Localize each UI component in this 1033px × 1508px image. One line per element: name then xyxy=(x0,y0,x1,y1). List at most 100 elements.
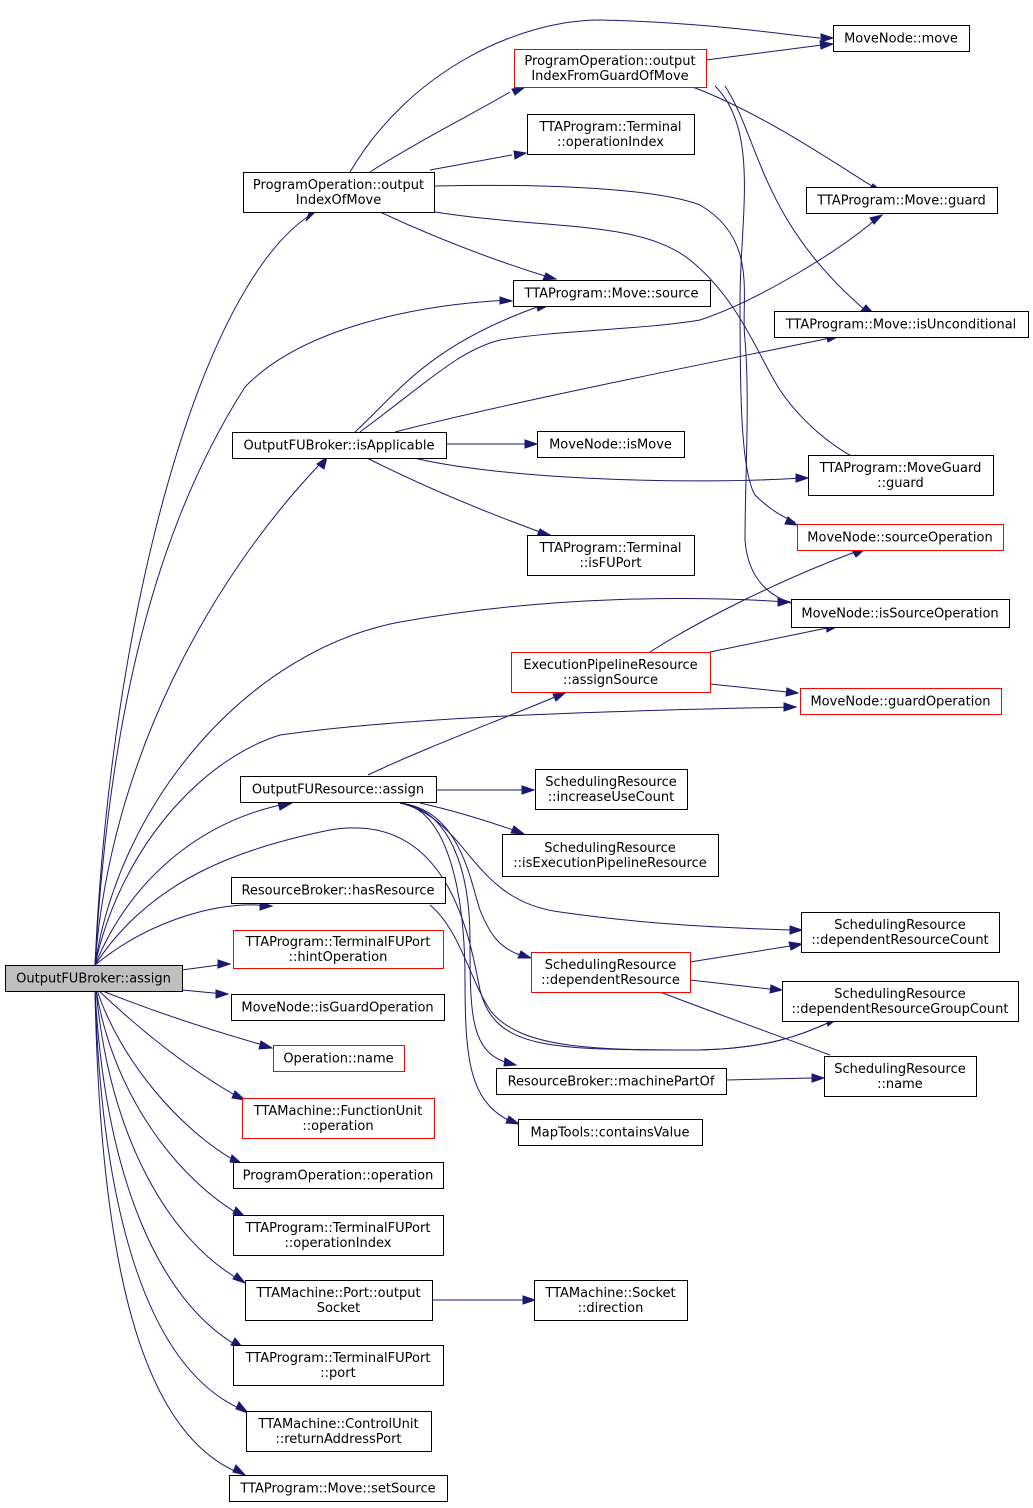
node-label: Socket xyxy=(317,1301,361,1316)
arrowhead xyxy=(511,86,527,96)
node-ttaprogram-move-guard[interactable]: TTAProgram::Move::guard xyxy=(806,187,998,214)
node-label: TTAProgram::Move::source xyxy=(524,287,699,302)
node-schedulingresource-dependentresourcegroupcount[interactable]: SchedulingResource::dependentResourceGro… xyxy=(782,981,1019,1022)
arrowhead xyxy=(277,801,294,811)
node-label: ::guard xyxy=(877,476,924,491)
edge xyxy=(429,904,836,1051)
node-label: TTAMachine::Socket xyxy=(544,1286,675,1301)
arrowhead xyxy=(513,150,528,160)
node-programoperation-outputindexfromguardofmove[interactable]: ProgramOperation::outputIndexFromGuardOf… xyxy=(514,49,707,88)
call-edges xyxy=(94,19,876,1473)
node-outputfubroker-assign[interactable]: OutputFUBroker::assign xyxy=(5,965,183,992)
node-schedulingresource-isexecutionpipelineresource[interactable]: SchedulingResource::isExecutionPipelineR… xyxy=(502,834,719,877)
node-ttaprogram-move-setsource[interactable]: TTAProgram::Move::setSource xyxy=(229,1475,448,1502)
node-ttaprogram-terminal-operationindex[interactable]: TTAProgram::Terminal::operationIndex xyxy=(527,114,695,155)
node-schedulingresource-increaseusecount[interactable]: SchedulingResource::increaseUseCount xyxy=(535,769,688,810)
node-label: ProgramOperation::operation xyxy=(243,1169,434,1184)
node-label: SchedulingResource xyxy=(544,841,675,856)
node-label: ResourceBroker::hasResource xyxy=(241,884,434,899)
arrowhead xyxy=(521,785,536,795)
node-ttaprogram-terminalfuport-hintoperation[interactable]: TTAProgram::TerminalFUPort::hintOperatio… xyxy=(233,930,444,969)
node-movenode-issourceoperation[interactable]: MoveNode::isSourceOperation xyxy=(791,599,1010,628)
edge xyxy=(709,683,788,693)
node-ttaprogram-terminal-isfuport[interactable]: TTAProgram::Terminal::isFUPort xyxy=(527,535,695,576)
node-ttamachine-functionunit-operation[interactable]: TTAMachine::FunctionUnit::operation xyxy=(242,1098,435,1139)
arrowhead xyxy=(789,925,804,935)
node-label: MoveNode::move xyxy=(844,32,958,47)
arrowhead xyxy=(784,516,799,526)
node-movenode-ismove[interactable]: MoveNode::isMove xyxy=(537,431,685,458)
node-movenode-guardoperation[interactable]: MoveNode::guardOperation xyxy=(800,688,1002,715)
edge xyxy=(94,463,321,966)
node-resourcebroker-hasresource[interactable]: ResourceBroker::hasResource xyxy=(231,877,446,904)
node-schedulingresource-dependentresourcecount[interactable]: SchedulingResource::dependentResourceCou… xyxy=(801,912,1000,953)
node-label: MoveNode::isMove xyxy=(549,438,672,453)
edge xyxy=(434,211,856,459)
node-label: OutputFUResource::assign xyxy=(252,783,424,798)
node-box xyxy=(797,524,1004,551)
node-label: ::operationIndex xyxy=(557,135,664,150)
node-ttaprogram-move-isunconditional[interactable]: TTAProgram::Move::isUnconditional xyxy=(774,311,1029,338)
node-label: TTAProgram::Move::isUnconditional xyxy=(785,318,1017,333)
node-box xyxy=(5,965,183,992)
node-operation-name[interactable]: Operation::name xyxy=(273,1045,405,1072)
node-ttaprogram-move-source[interactable]: TTAProgram::Move::source xyxy=(513,280,711,307)
node-label: MoveNode::sourceOperation xyxy=(807,531,992,546)
node-box xyxy=(782,981,1019,1022)
node-box xyxy=(531,952,691,993)
node-ttaprogram-terminalfuport-port[interactable]: TTAProgram::TerminalFUPort::port xyxy=(233,1345,444,1386)
node-box xyxy=(233,1345,444,1386)
node-box xyxy=(824,1056,977,1097)
node-resourcebroker-machinepartof[interactable]: ResourceBroker::machinePartOf xyxy=(496,1068,727,1095)
edge xyxy=(94,802,291,966)
arrowhead xyxy=(235,1401,250,1415)
node-label: ::isExecutionPipelineResource xyxy=(513,856,706,871)
edge xyxy=(94,904,271,966)
node-box xyxy=(774,311,1029,338)
node-ttamachine-socket-direction[interactable]: TTAMachine::Socket::direction xyxy=(534,1280,688,1321)
node-outputfubroker-isapplicable[interactable]: OutputFUBroker::isApplicable xyxy=(232,432,447,459)
arrowhead xyxy=(232,1272,247,1285)
node-maptools-containsvalue[interactable]: MapTools::containsValue xyxy=(518,1119,703,1146)
edge xyxy=(94,211,316,966)
node-box xyxy=(518,1119,703,1146)
arrowhead xyxy=(777,597,792,607)
node-outputfuresource-assign[interactable]: OutputFUResource::assign xyxy=(240,776,437,803)
node-ttaprogram-moveguard-guard[interactable]: TTAProgram::MoveGuard::guard xyxy=(808,455,994,496)
node-label: ::operationIndex xyxy=(285,1236,392,1251)
node-box xyxy=(527,535,695,576)
node-executionpipelineresource-assignsource[interactable]: ExecutionPipelineResource::assignSource xyxy=(511,652,711,693)
node-movenode-sourceoperation[interactable]: MoveNode::sourceOperation xyxy=(797,524,1004,551)
node-label: ::operation xyxy=(302,1119,373,1134)
arrowhead xyxy=(232,1464,247,1476)
node-ttaprogram-terminalfuport-operationindex[interactable]: TTAProgram::TerminalFUPort::operationInd… xyxy=(233,1215,444,1256)
arrowhead xyxy=(499,296,514,305)
node-label: IndexFromGuardOfMove xyxy=(531,69,688,84)
edge xyxy=(705,44,823,61)
arrowhead xyxy=(542,272,558,281)
node-schedulingresource-name[interactable]: SchedulingResource::name xyxy=(824,1056,977,1097)
node-box xyxy=(801,912,1000,953)
node-label: SchedulingResource xyxy=(545,958,676,973)
arrowhead xyxy=(503,1057,518,1067)
arrowhead xyxy=(819,40,835,50)
node-label: ::increaseUseCount xyxy=(548,790,674,805)
node-movenode-isguardoperation[interactable]: MoveNode::isGuardOperation xyxy=(231,994,445,1021)
edge xyxy=(689,979,771,990)
node-box xyxy=(511,652,711,693)
node-ttamachine-controlunit-returnaddressport[interactable]: TTAMachine::ControlUnit::returnAddressPo… xyxy=(246,1411,432,1452)
edge xyxy=(364,456,541,533)
node-movenode-move[interactable]: MoveNode::move xyxy=(833,25,970,52)
node-box xyxy=(514,49,707,88)
node-box xyxy=(231,877,446,904)
node-schedulingresource-dependentresource[interactable]: SchedulingResource::dependentResource xyxy=(531,952,691,993)
node-box xyxy=(240,776,437,803)
arrowhead xyxy=(536,528,552,537)
node-label: TTAProgram::Move::guard xyxy=(816,194,986,209)
node-programoperation-operation[interactable]: ProgramOperation::operation xyxy=(233,1162,444,1189)
node-box xyxy=(800,688,1002,715)
edge xyxy=(689,945,791,963)
node-box xyxy=(527,114,695,155)
